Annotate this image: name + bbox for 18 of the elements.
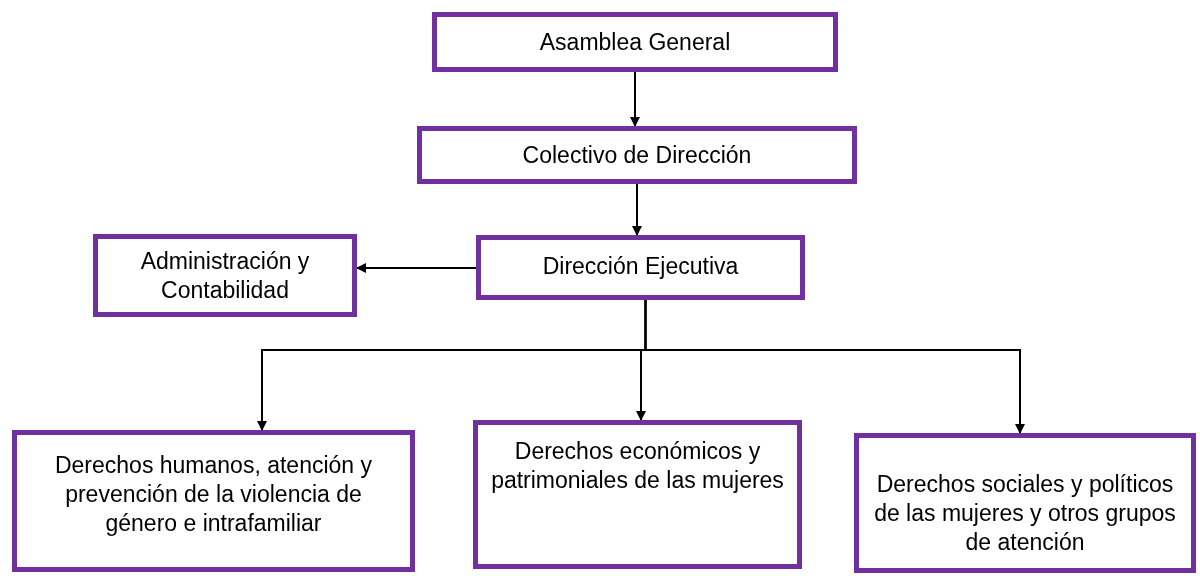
- box-label: Dirección Ejecutiva: [542, 252, 739, 281]
- box-label: Derechos económicos y patrimoniales de las mujeres: [490, 437, 785, 495]
- connector-arrow: [632, 183, 642, 236]
- org-box: [12, 430, 415, 572]
- org-box: [473, 420, 802, 569]
- org-box: [417, 126, 857, 184]
- box-label: Asamblea General: [539, 27, 731, 57]
- org-box: [476, 235, 805, 300]
- box-label: Administración y Contabilidad: [139, 246, 311, 305]
- box-label: Derechos sociales y políticos de las mujeres y otros grupos de atención: [873, 470, 1177, 557]
- org-box: [432, 12, 838, 72]
- org-box: [854, 433, 1196, 573]
- connector-arrow: [630, 71, 640, 127]
- org-box: [93, 234, 357, 317]
- connector-arrow: [644, 299, 1025, 434]
- box-label: Derechos humanos, atención y prevención de la violencia de género e intrafamiliar: [53, 451, 374, 538]
- connector-arrow: [356, 263, 477, 273]
- box-label: Colectivo de Dirección: [522, 140, 752, 170]
